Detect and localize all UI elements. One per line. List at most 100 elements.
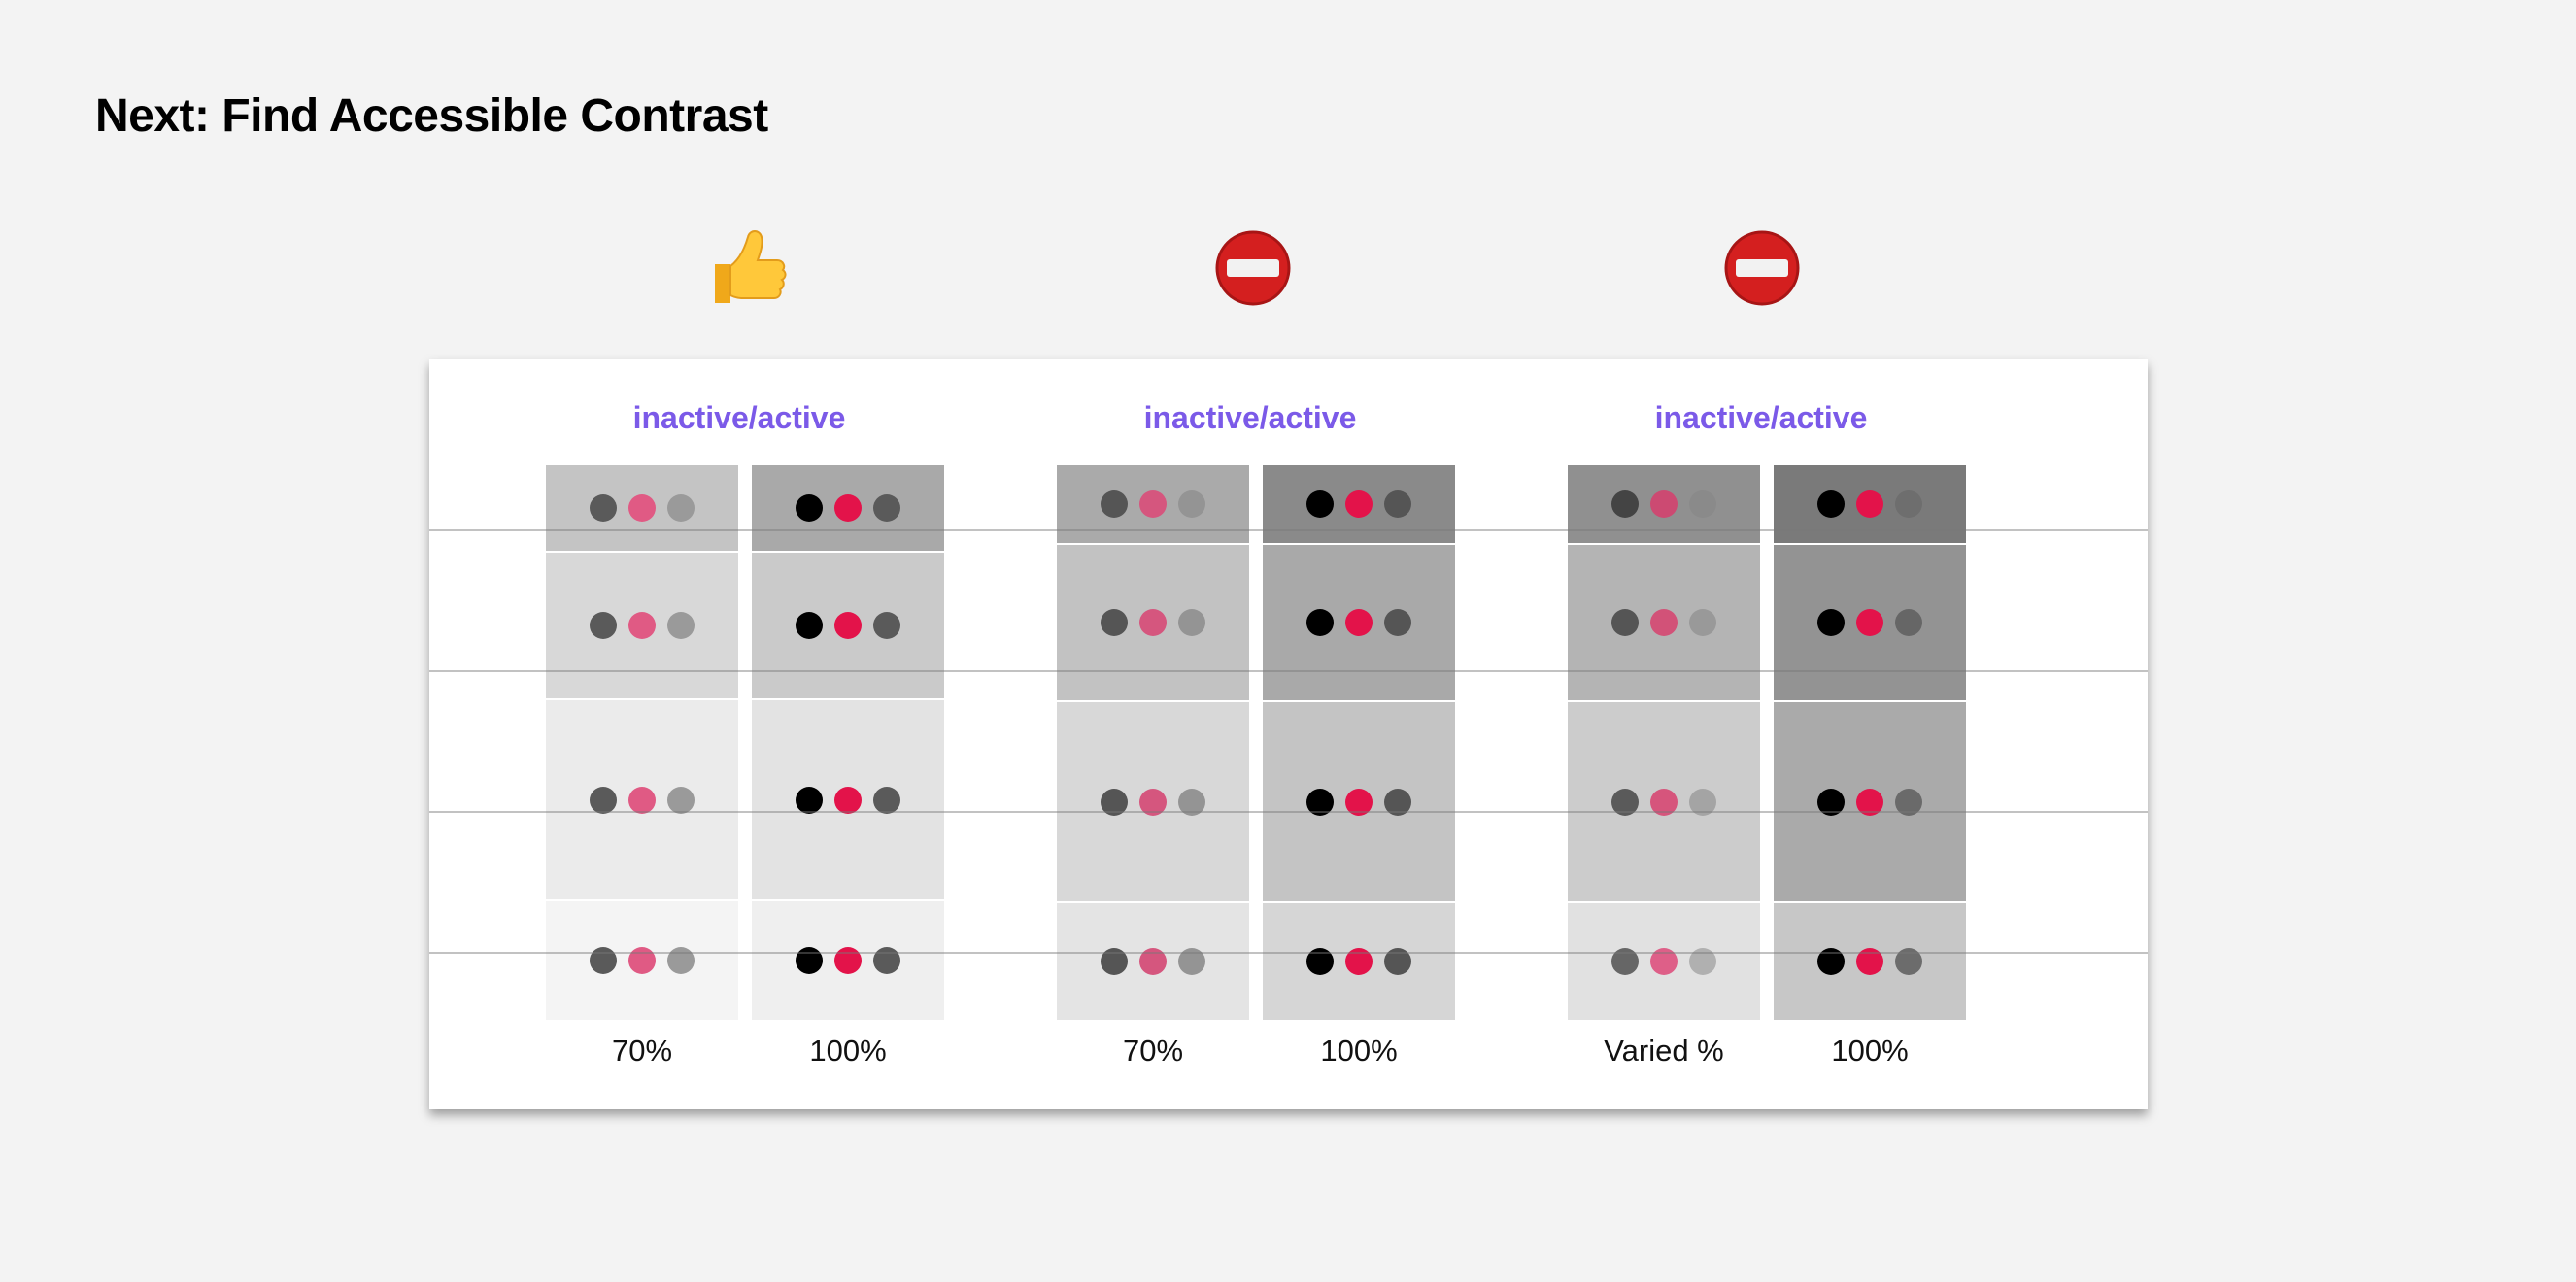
thumbs-up-icon [705,223,787,311]
light-dot [1178,948,1205,975]
light-dot [1895,788,1922,816]
light-dot [1689,948,1716,975]
swatch-column [546,465,738,1020]
light-dot [1178,490,1205,518]
swatch-cell [1263,702,1455,901]
accent-dot [1139,788,1167,816]
column-label: 100% [809,1033,887,1067]
swatch-cell [546,553,738,698]
swatch-cell [752,465,944,551]
light-dot [873,494,900,522]
swatch-cell [1568,903,1760,1020]
light-dot [1384,609,1411,636]
page-title: Next: Find Accessible Contrast [95,90,768,142]
accent-dot [1345,490,1373,518]
dark-dot [1306,609,1334,636]
dark-dot [1101,490,1128,518]
light-dot [873,612,900,639]
dark-dot [590,612,617,639]
column-label: 100% [1320,1033,1398,1067]
dark-dot [796,612,823,639]
accent-dot [834,494,862,522]
swatch-cell [1568,702,1760,901]
accent-dot [1856,609,1883,636]
swatch-column [1057,465,1249,1020]
dark-dot [1306,948,1334,975]
accent-dot [628,786,656,814]
no-entry-icon [1721,223,1803,311]
swatch-cell [1568,545,1760,700]
group-header: inactive/active [632,400,846,435]
swatch-cell [752,901,944,1020]
dark-dot [590,947,617,974]
swatch-column [752,465,944,1020]
accent-dot [628,494,656,522]
dark-dot [1101,948,1128,975]
swatch-column [1263,465,1455,1020]
dark-dot [590,494,617,522]
dark-dot [1817,948,1845,975]
accent-dot [628,612,656,639]
light-dot [1895,490,1922,518]
accent-dot [1139,948,1167,975]
swatch-cell [1057,702,1249,901]
accent-dot [1856,948,1883,975]
light-dot [667,786,695,814]
accent-dot [1856,490,1883,518]
light-dot [1178,788,1205,816]
dark-dot [796,947,823,974]
light-dot [873,786,900,814]
dark-dot [1611,788,1639,816]
accent-dot [1856,788,1883,816]
column-label: Varied % [1604,1033,1724,1067]
accent-dot [1139,490,1167,518]
swatch-cell [1568,465,1760,543]
accent-dot [1650,788,1678,816]
light-dot [1895,609,1922,636]
accent-dot [834,947,862,974]
accent-dot [1650,948,1678,975]
group-header: inactive/active [1654,400,1868,435]
light-dot [667,612,695,639]
dark-dot [1817,609,1845,636]
column-label: 70% [611,1033,673,1067]
accent-dot [1650,490,1678,518]
accent-dot [628,947,656,974]
swatch-cell [546,901,738,1020]
accent-dot [1139,609,1167,636]
swatch-column [1774,465,1966,1020]
dark-dot [1817,490,1845,518]
dark-dot [1306,490,1334,518]
swatch-cell [1263,903,1455,1020]
light-dot [1384,490,1411,518]
light-dot [667,947,695,974]
no-entry-icon [1212,223,1294,311]
dark-dot [796,786,823,814]
accent-dot [1345,788,1373,816]
swatch-cell [752,553,944,698]
swatch-cell [1057,903,1249,1020]
swatch-cell [1057,545,1249,700]
group-header: inactive/active [1143,400,1357,435]
light-dot [1384,948,1411,975]
dark-dot [1611,609,1639,636]
swatch-cell [1774,545,1966,700]
column-label: 100% [1831,1033,1909,1067]
swatch-cell [1263,545,1455,700]
guide-line [429,670,2148,672]
light-dot [1689,490,1716,518]
dark-dot [1817,788,1845,816]
dark-dot [1306,788,1334,816]
swatch-cell [1774,465,1966,543]
dark-dot [1101,788,1128,816]
accent-dot [1650,609,1678,636]
dark-dot [1611,948,1639,975]
dark-dot [590,786,617,814]
swatch-cell [1057,465,1249,543]
light-dot [873,947,900,974]
light-dot [1384,788,1411,816]
accent-dot [834,786,862,814]
accent-dot [1345,609,1373,636]
dark-dot [796,494,823,522]
